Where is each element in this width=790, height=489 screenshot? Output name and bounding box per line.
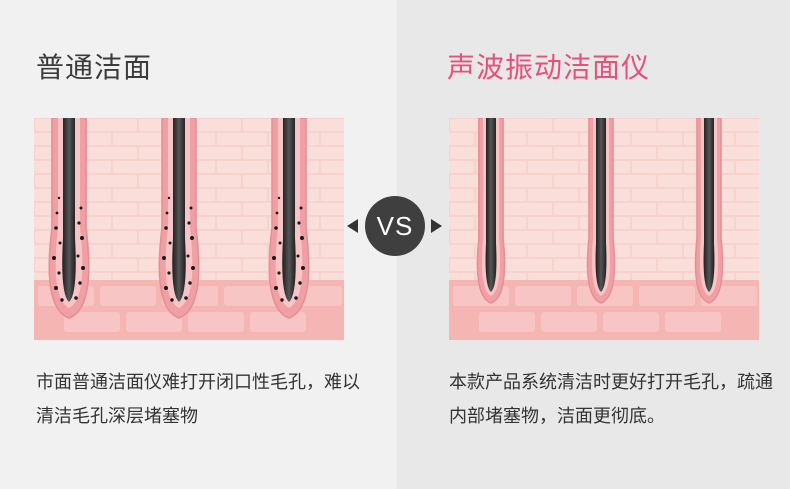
arrow-left-icon: [347, 219, 358, 233]
vs-badge: VS: [365, 196, 425, 256]
right-description: 本款产品系统清洁时更好打开毛孔，疏通内部堵塞物，洁面更彻底。: [449, 372, 773, 427]
right-title: 声波振动洁面仪: [447, 51, 651, 84]
arrow-right-icon: [431, 219, 442, 233]
clean-pores-illustration: [449, 118, 759, 340]
vs-divider: VS: [345, 196, 445, 260]
left-description: 市面普通洁面仪难打开闭口性毛孔，难以清洁毛孔深层堵塞物: [36, 372, 360, 427]
left-title: 普通洁面: [36, 51, 153, 84]
clogged-pores-illustration: [34, 118, 344, 340]
